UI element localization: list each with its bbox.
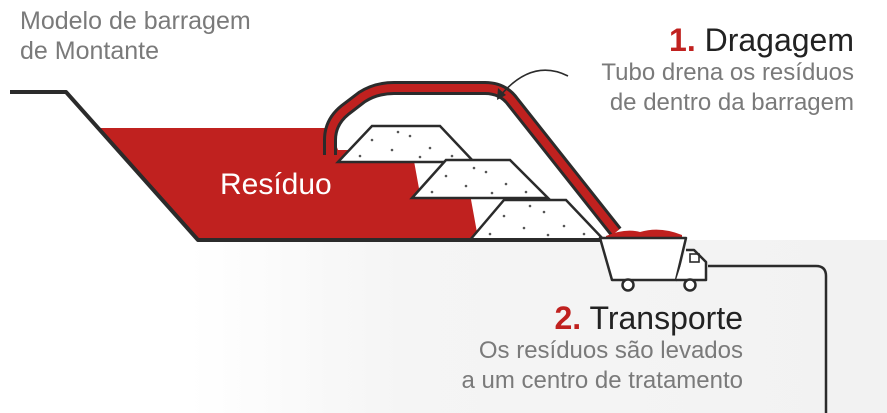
step1-desc-line-2: de dentro da barragem [609, 89, 854, 116]
step2-desc-line-2: a um centro de tratamento [461, 367, 743, 394]
step-dragagem: 1. Dragagem Tubo drena os resíduos de de… [601, 22, 854, 118]
transport-route-line [708, 264, 828, 413]
dike-step-2 [409, 158, 552, 200]
title-line-1: Modelo de barragem [20, 7, 251, 35]
step2-desc-line-1: Os resíduos são levados [478, 337, 743, 364]
background-panel [190, 240, 887, 413]
residue-label: Resíduo [220, 168, 332, 201]
step-transporte: 2. Transporte Os resíduos são levados a … [462, 300, 743, 396]
step2-heading: Transporte [589, 300, 743, 336]
dike-step-3 [467, 198, 607, 242]
title-line-2: de Montante [20, 37, 159, 65]
step1-heading: Dragagem [704, 22, 854, 58]
diagram-title: Modelo de barragem de Montante [20, 6, 251, 66]
step2-number: 2. [554, 300, 582, 336]
dike-step-1 [335, 124, 477, 164]
step1-desc-line-1: Tubo drena os resíduos [601, 59, 854, 86]
step1-number: 1. [669, 22, 696, 58]
truck-icon [598, 229, 708, 292]
curved-arrow-icon [497, 69, 569, 100]
terrain-outline [10, 90, 600, 242]
